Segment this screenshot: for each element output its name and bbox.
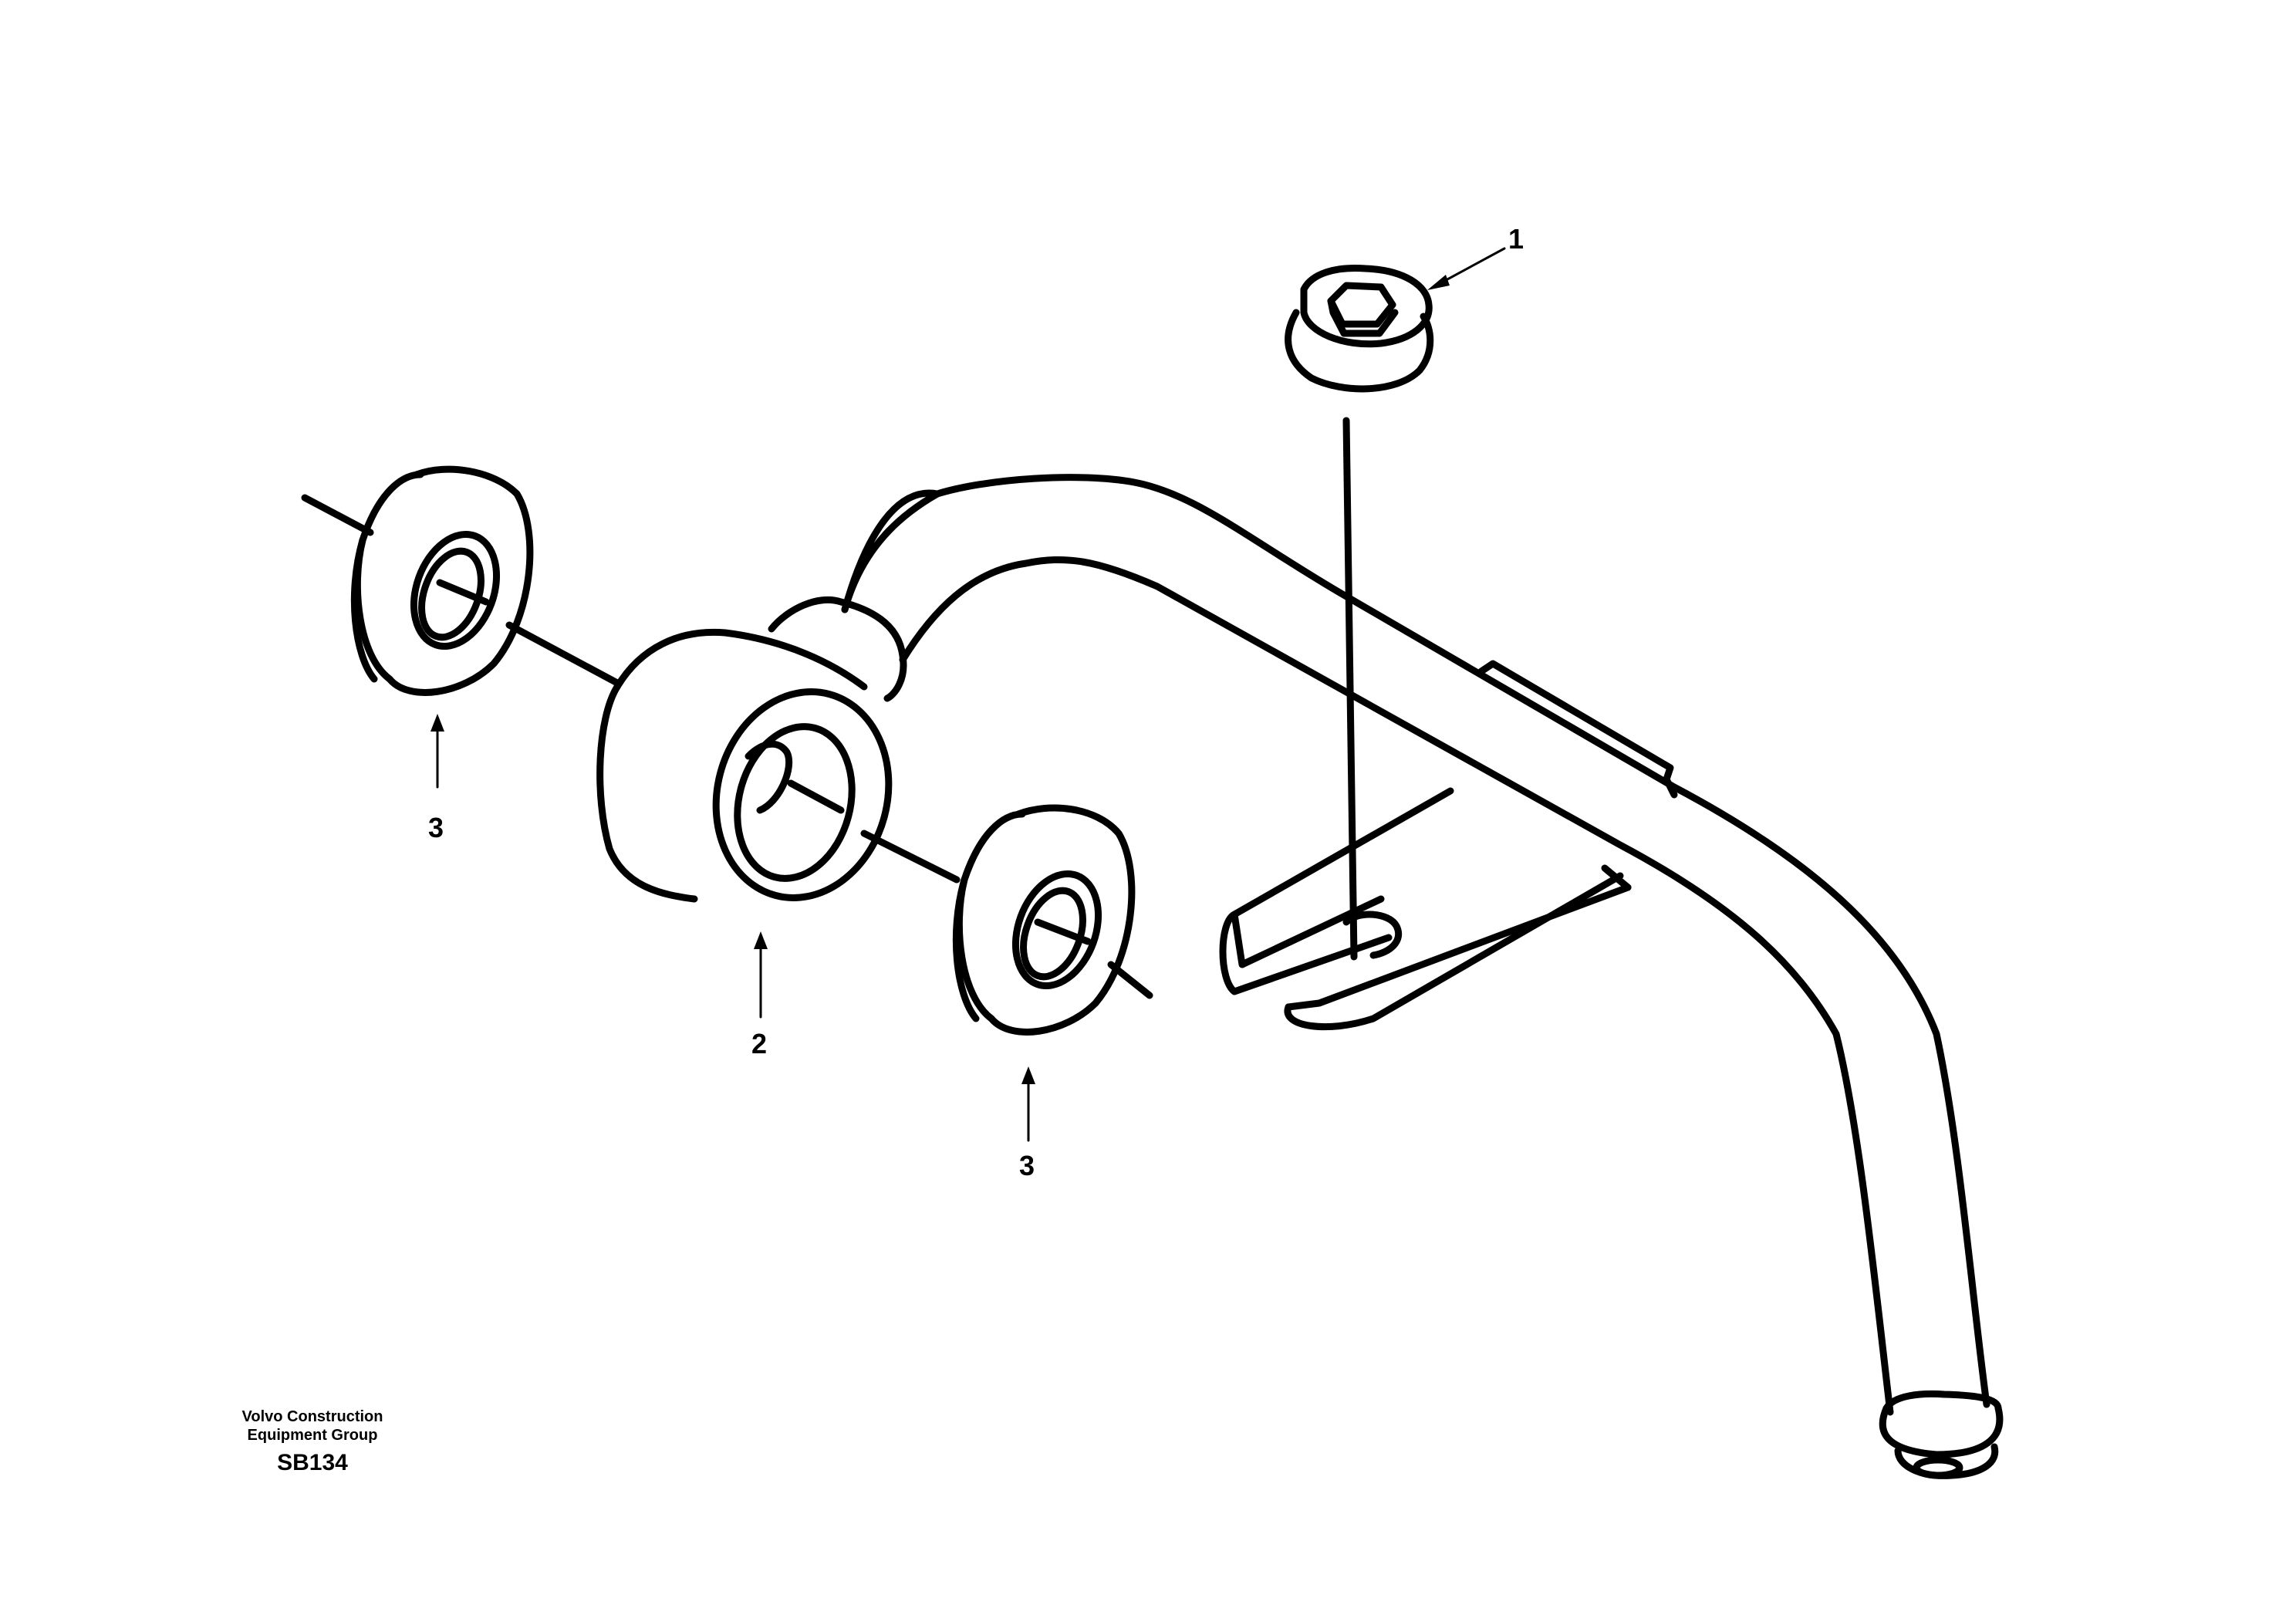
washer-left bbox=[301, 465, 621, 696]
callout-3-left: 3 bbox=[428, 812, 444, 843]
callout-1: 1 bbox=[1508, 223, 1524, 255]
flange-nut bbox=[1285, 264, 1434, 393]
washer-right bbox=[860, 804, 1153, 1036]
leader-arrows bbox=[430, 247, 1506, 1142]
stud-axis bbox=[1342, 417, 1358, 961]
pipe bbox=[841, 474, 2004, 1479]
company-name-line1: Volvo Construction bbox=[242, 1408, 383, 1425]
pipe-end-fitting bbox=[1879, 1390, 2004, 1479]
mounting-bracket bbox=[1219, 660, 1678, 1031]
company-name-line2: Equipment Group bbox=[248, 1427, 378, 1444]
banjo-fitting bbox=[596, 596, 907, 903]
callout-3-right: 3 bbox=[1019, 1150, 1035, 1181]
drawing-code: SB134 bbox=[277, 1450, 348, 1475]
callout-2: 2 bbox=[751, 1028, 767, 1059]
